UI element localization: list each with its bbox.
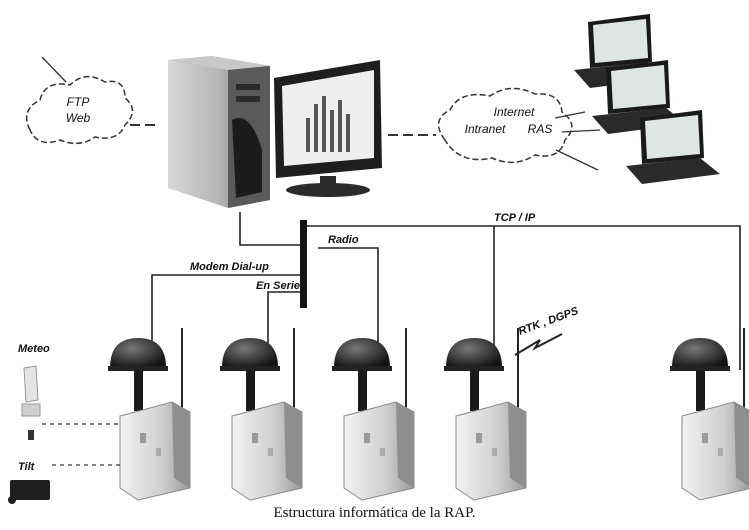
label-tcp-ip: TCP / IP — [494, 212, 536, 224]
tilt-sensor: Tilt — [8, 461, 50, 504]
gnss-station-1 — [107, 327, 191, 501]
cloud-internet-label: Internet — [494, 105, 535, 119]
link-laptop-2 — [561, 129, 601, 133]
server-monitor — [274, 60, 382, 197]
gnss-station-2 — [219, 327, 303, 501]
cloud-ftp-web: FTP Web — [25, 76, 134, 145]
label-radio: Radio — [328, 234, 359, 246]
label-tilt: Tilt — [18, 461, 36, 473]
cloud-intranet-label: Intranet — [465, 122, 506, 136]
cloud-uplink — [41, 56, 67, 83]
label-meteo: Meteo — [18, 343, 50, 355]
figure-caption: Estructura informática de la RAP. — [273, 505, 476, 521]
rtk-dgps-link: RTK , DGPS — [514, 305, 581, 356]
cloud-ftp-label: FTP — [67, 95, 90, 109]
label-en-serie: En Serie — [256, 280, 300, 292]
network-links — [151, 212, 741, 370]
label-modem-dialup: Modem Dial-up — [190, 261, 269, 273]
link-laptop-1 — [554, 111, 586, 119]
cloud-ras-label: RAS — [528, 122, 553, 136]
meteo-sensor: Meteo — [18, 343, 50, 440]
cloud-web-label: Web — [66, 111, 91, 125]
network-hub — [300, 220, 307, 308]
gnss-station-4 — [443, 327, 527, 501]
server-tower — [168, 56, 270, 208]
label-rtk-dgps: RTK , DGPS — [517, 305, 581, 338]
gnss-station-5 — [669, 327, 749, 501]
cloud-internet: Internet Intranet RAS — [437, 87, 573, 164]
gnss-station-3 — [331, 327, 415, 501]
link-laptop-3 — [555, 149, 599, 171]
